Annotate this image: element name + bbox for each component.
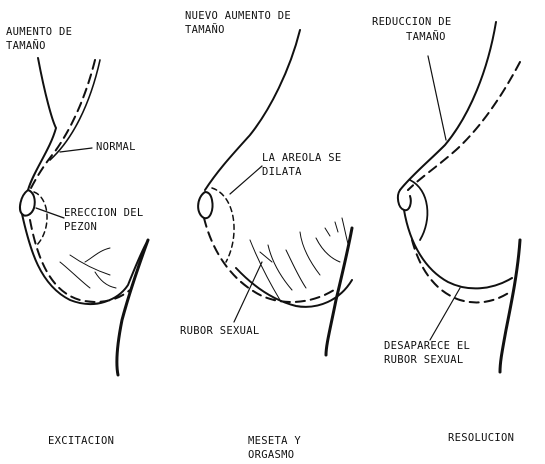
label-aumento-line2: TAMAÑO: [6, 39, 46, 52]
upper-outline-solid: [399, 21, 497, 191]
leader-normal: [59, 147, 93, 153]
lower-outline-solid: [403, 209, 513, 290]
lower-outline-solid: [21, 213, 149, 305]
chest-wall: [115, 238, 150, 377]
label-areola-line1: LA AREOLA SE: [262, 152, 341, 164]
label-reduccion-line2: TAMAÑO: [406, 30, 446, 43]
upper-outline: [49, 59, 101, 161]
areola-dashed: [211, 187, 235, 263]
label-desaparece-line1: DESAPARECE EL: [384, 340, 470, 352]
label-normal: NORMAL: [96, 141, 136, 153]
nipple: [19, 189, 36, 217]
caption-excitacion: EXCITACION: [48, 435, 114, 447]
leader-ereccion: [35, 207, 65, 219]
enlarged-outline: [29, 59, 96, 191]
lower-outline-dashed: [29, 219, 131, 303]
label-rubor: RUBOR SEXUAL: [180, 325, 259, 337]
upper-outline: [204, 29, 301, 191]
label-nuevo-line1: NUEVO AUMENTO DE: [185, 10, 291, 22]
label-reduccion-line1: REDUCCION DE: [372, 16, 451, 28]
chest-wall: [498, 238, 522, 374]
label-areola-line2: DILATA: [262, 166, 302, 178]
caption-meseta-line2: ORGASMO: [248, 449, 294, 461]
chest-wall: [324, 226, 354, 357]
normal-outline: [27, 57, 57, 191]
leader-areola: [229, 165, 263, 195]
label-aumento-line1: AUMENTO DE: [6, 26, 72, 38]
label-desaparece-line2: RUBOR SEXUAL: [384, 354, 463, 366]
nipple: [197, 191, 214, 220]
lower-outline-solid: [235, 267, 353, 308]
lower-outline-dashed: [411, 239, 511, 304]
nipple: [396, 189, 412, 212]
caption-resolucion: RESOLUCION: [448, 432, 514, 444]
label-ereccion-line2: PEZON: [64, 221, 97, 233]
leader-reduccion: [427, 55, 447, 141]
areola-dashed: [33, 191, 48, 247]
panel-meseta: NUEVO AUMENTO DE TAMAÑO LA AREOLA SE DIL…: [180, 10, 354, 461]
veins: [59, 247, 117, 289]
label-ereccion-line1: ERECCION DEL: [64, 207, 143, 219]
caption-meseta-line1: MESETA Y: [248, 435, 301, 447]
leader-rubor: [233, 261, 263, 323]
panel-excitacion: AUMENTO DE TAMAÑO NORMAL ERECCION DEL PE…: [6, 26, 150, 447]
panel-resolucion: REDUCCION DE TAMAÑO DESAPARECE EL RUBOR …: [372, 16, 522, 444]
lower-outline-dashed: [203, 217, 335, 303]
flush-veins: [249, 217, 349, 301]
label-nuevo-line2: TAMAÑO: [185, 23, 225, 36]
areola-solid: [409, 179, 429, 241]
upper-outline-dashed: [407, 61, 521, 191]
leader-desaparece: [429, 287, 461, 341]
